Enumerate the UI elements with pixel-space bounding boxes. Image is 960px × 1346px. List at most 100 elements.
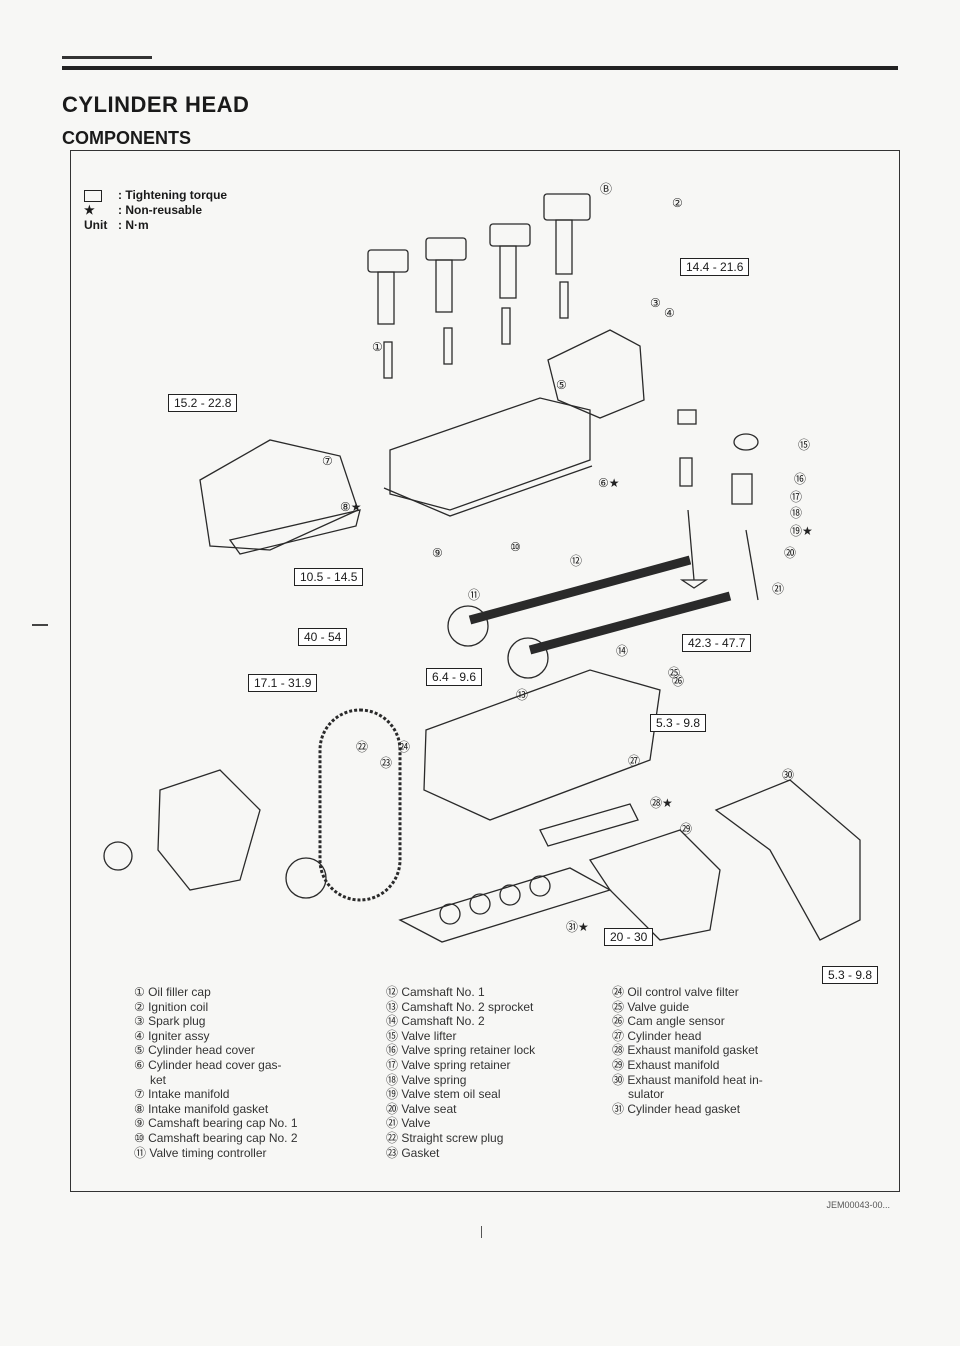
page-title: CYLINDER HEAD: [62, 92, 250, 117]
callout-label: ⑤: [556, 378, 567, 392]
header-mark: [62, 56, 152, 59]
intake-manifold: [199, 439, 359, 551]
cover-gasket: [383, 465, 593, 517]
part-item: ㉖ Cam angle sensor: [612, 1014, 725, 1029]
legend-row-nonreusable: ★ : Non-reusable: [84, 203, 227, 218]
part-item: ③ Spark plug: [134, 1014, 206, 1029]
part-item: ㉕ Valve guide: [612, 999, 690, 1014]
ignition-coil-group: [367, 193, 591, 325]
part-item: ㉗ Cylinder head: [612, 1028, 702, 1043]
part-item: ㉙ Exhaust manifold: [612, 1057, 720, 1072]
callout-label: ㉕: [668, 666, 681, 680]
callout-label: ㉛★: [566, 920, 589, 934]
legend-label: : N·m: [118, 218, 149, 232]
cylinder-head: [423, 669, 661, 821]
part-item: ㉚ Exhaust manifold heat in-: [612, 1072, 763, 1087]
callout-label: ⑮: [798, 438, 811, 452]
igniter-assy: [547, 329, 645, 419]
part-item: ⑲ Valve stem oil seal: [386, 1087, 501, 1102]
parts-list-col-1: ① Oil filler cap ② Ignition coil ③ Spark…: [134, 985, 298, 1160]
callout-label: ⑯: [794, 472, 807, 486]
part-item: ⑮ Valve lifter: [386, 1028, 457, 1043]
callout-label: ⑬: [516, 688, 529, 702]
part-item: ② Ignition coil: [134, 999, 209, 1014]
part-item: ⑧ Intake manifold gasket: [134, 1101, 269, 1116]
part-item: ⑳ Valve seat: [386, 1101, 457, 1116]
part-item: ㉓ Gasket: [386, 1145, 440, 1160]
callout-label: ㉗: [628, 754, 641, 768]
callout-label: ㉙: [680, 822, 693, 836]
callout-label: ㉒: [356, 740, 369, 754]
part-item: ㉛ Cylinder head gasket: [612, 1101, 741, 1116]
callout-label: ①: [372, 340, 383, 354]
part-item: ket: [150, 1072, 167, 1087]
callout-label: ⑫: [570, 554, 583, 568]
part-item: ㉒ Straight screw plug: [386, 1130, 504, 1145]
crank-pulley: [103, 841, 133, 871]
part-item: ⑨ Camshaft bearing cap No. 1: [134, 1116, 298, 1131]
exhaust-manifold-gasket: [539, 803, 639, 847]
document-code: JEM00043-00...: [826, 1200, 890, 1210]
torque-spec: 5.3 - 9.8: [822, 966, 879, 984]
callout-label: ㉚: [782, 768, 795, 782]
callout-label: ⑨: [432, 546, 443, 560]
callout-label: ②: [672, 196, 683, 210]
callout-label: ③: [650, 296, 661, 310]
valve-parts: [677, 409, 759, 601]
callout-label: ⑦: [322, 454, 333, 468]
cylinder-head-cover: [389, 397, 591, 511]
torque-box-icon: [84, 189, 102, 202]
part-item: ⑥ Cylinder head cover gas-: [134, 1057, 282, 1072]
legend: : Tightening torque ★ : Non-reusable Uni…: [84, 188, 227, 233]
callout-label: ⑪: [468, 588, 481, 602]
crank-sprocket: [285, 857, 327, 899]
callout-label: Ⓑ: [600, 182, 613, 196]
part-item: ⑯ Valve spring retainer lock: [386, 1043, 536, 1058]
page-subtitle: COMPONENTS: [62, 128, 192, 148]
callout-label: ⑩: [510, 540, 521, 554]
torque-spec: 14.4 - 21.6: [680, 258, 750, 276]
part-item: ⑩ Camshaft bearing cap No. 2: [134, 1130, 298, 1145]
part-item: ⑫ Camshaft No. 1: [386, 985, 485, 999]
part-item: sulator: [628, 1087, 665, 1102]
part-item: ㉘ Exhaust manifold gasket: [612, 1043, 759, 1058]
legend-label: : Tightening torque: [118, 188, 228, 202]
part-item: ① Oil filler cap: [134, 985, 211, 999]
callout-label: ⑧★: [340, 500, 362, 514]
callout-label: ⑥★: [598, 476, 620, 490]
torque-spec: 17.1 - 31.9: [248, 674, 318, 692]
parts-list-col-3: ㉔ Oil control valve filter ㉕ Valve guide…: [612, 985, 763, 1116]
intake-manifold-gasket: [228, 509, 361, 555]
torque-spec: 20 - 30: [604, 928, 654, 946]
legend-symbol: [84, 188, 118, 203]
exploded-view-diagram: [103, 193, 861, 943]
part-item: ⑭ Camshaft No. 2: [386, 1014, 485, 1029]
torque-spec: 5.3 - 9.8: [650, 714, 707, 732]
torque-spec: 40 - 54: [298, 628, 348, 646]
callout-label: ④: [664, 306, 675, 320]
torque-spec: 10.5 - 14.5: [294, 568, 364, 586]
torque-spec: 15.2 - 22.8: [168, 394, 238, 412]
legend-label: : Non-reusable: [118, 203, 203, 217]
exhaust-heat-insulator: [714, 779, 861, 941]
part-item: ⑱ Valve spring: [386, 1072, 467, 1087]
part-item: ④ Igniter assy: [134, 1028, 210, 1043]
callout-label: ⑲★: [790, 524, 813, 538]
legend-row-torque: : Tightening torque: [84, 188, 227, 203]
spark-plug-group: [383, 281, 569, 379]
part-item: ㉑ Valve: [386, 1116, 431, 1131]
margin-mark: [32, 624, 48, 626]
callout-label: ㉑: [772, 582, 785, 596]
callout-label: ⑰: [790, 490, 803, 504]
callout-label: ⑱: [790, 506, 803, 520]
part-item: ⑬ Camshaft No. 2 sprocket: [386, 999, 534, 1014]
header-rule: [62, 66, 898, 70]
part-item: ⑦ Intake manifold: [134, 1087, 230, 1102]
callout-label: ⑭: [616, 644, 629, 658]
timing-chain: [318, 708, 402, 902]
callout-label: ⑳: [784, 546, 797, 560]
callout-label: ㉖: [672, 674, 685, 688]
head-gasket-bores: [439, 875, 551, 925]
camshafts: [447, 555, 732, 679]
part-item: ⑪ Valve timing controller: [134, 1145, 267, 1160]
